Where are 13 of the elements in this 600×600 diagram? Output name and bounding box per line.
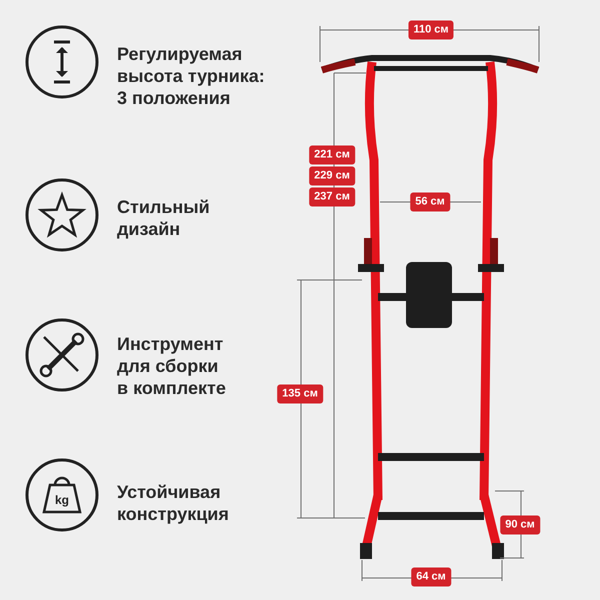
feature-text: Регулируемая высота турника: 3 положения xyxy=(117,43,266,109)
weight-label: kg xyxy=(55,493,69,507)
dimension-label: 56 см xyxy=(410,192,450,212)
dimension-label: 64 см xyxy=(411,568,451,586)
feature-text: Устойчивая конструкция xyxy=(117,481,230,525)
dimension-label: 90 см xyxy=(500,516,540,534)
dimension-label: 221 см xyxy=(309,146,355,164)
dimension-label: 237 см xyxy=(309,188,355,206)
feature-text: Инструмент для сборки в комплекте xyxy=(117,333,227,399)
dimension-label: 135 см xyxy=(277,384,323,404)
dimension-label: 110 см xyxy=(408,20,454,40)
dimension-label: 229 см xyxy=(309,166,355,186)
feature-text: Стильный дизайн xyxy=(117,196,211,240)
